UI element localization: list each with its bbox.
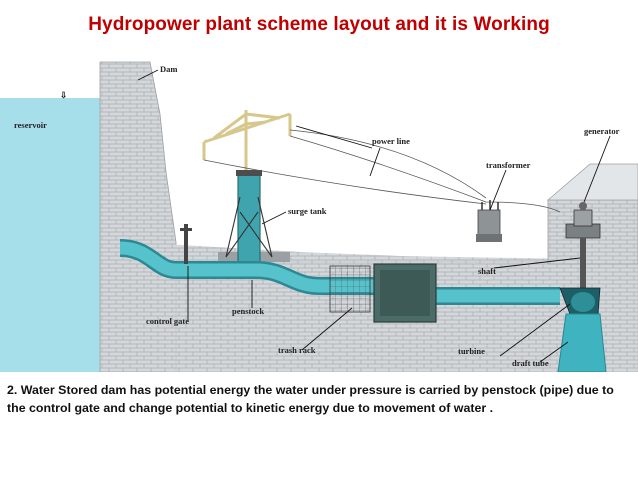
control-gate (180, 224, 192, 264)
label-reservoir: reservoir (14, 120, 47, 130)
label-generator: generator (584, 126, 620, 136)
draft-tube (557, 313, 607, 372)
generator (565, 202, 601, 239)
down-arrow-icon: ⇩ (60, 90, 67, 100)
label-turbine: turbine (458, 346, 485, 356)
surge-tank (237, 173, 261, 265)
turbine (559, 287, 601, 315)
label-dam: Dam (160, 64, 177, 74)
label-shaft: shaft (478, 266, 496, 276)
transmission-tower (202, 110, 292, 170)
hydropower-diagram: ⇩ Dam reservoir power line generator tra… (0, 61, 638, 372)
label-transformer: transformer (486, 160, 531, 170)
slide-caption: 2. Water Stored dam has potential energy… (7, 383, 614, 415)
label-draft-tube: draft tube (512, 358, 549, 368)
label-penstock: penstock (232, 306, 264, 316)
label-power-line: power line (372, 136, 410, 146)
dam-wall (99, 61, 177, 372)
slide-title: Hydropower plant scheme layout and it is… (88, 14, 550, 35)
power-line-wires (203, 129, 561, 213)
label-trash-rack: trash rack (278, 345, 316, 355)
trash-rack (329, 265, 371, 313)
shaft (580, 238, 586, 288)
label-control-gate: control gate (146, 316, 189, 326)
label-surge-tank: surge tank (288, 206, 327, 216)
transformer (476, 200, 502, 242)
